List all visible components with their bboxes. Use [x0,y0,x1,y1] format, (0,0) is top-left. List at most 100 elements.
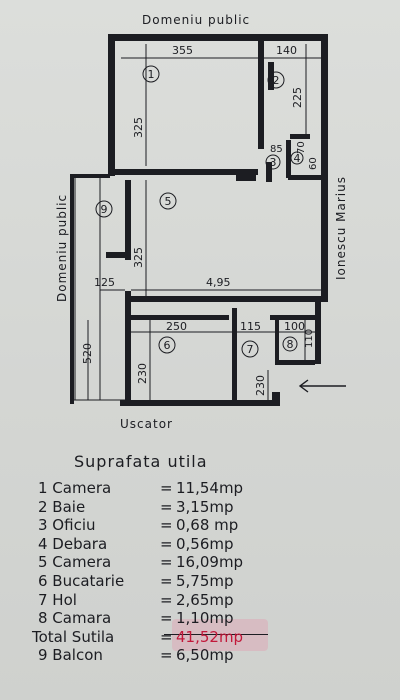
floor-plan: 1 2 3 4 5 6 7 8 9 355 140 225 325 85 70 … [55,13,348,431]
legend-row: 2 Baie=3,15mp [26,498,386,517]
room-3-number: 3 [270,156,277,169]
legend-row-name: 7 Hol [38,590,77,609]
legend-row-value: 1,10mp [176,609,234,628]
wall-bottom [120,400,280,406]
dim-250: 250 [166,320,187,333]
dim-325a: 325 [132,117,145,138]
room-2-number: 2 [273,74,280,87]
dim-85: 85 [270,144,283,155]
room-5-marker [159,192,177,210]
wall-room6-right [232,308,237,403]
room-numbers: 1 2 3 4 5 6 7 8 9 [101,68,301,356]
dim-230a: 230 [136,363,149,384]
legend-row-name: 5 Camera [38,553,112,572]
wall-right [321,34,328,302]
legend-row-eq: = [160,590,173,609]
room-7-marker [241,340,259,358]
room-6-marker [158,336,176,354]
total-underline [164,634,268,635]
dim-100: 100 [284,320,305,333]
room-7-number: 7 [247,343,254,356]
wall-room2-inner [268,62,274,90]
wall-left-room5 [125,180,131,260]
label-top-domeniu-public: Domeniu public [142,13,250,27]
wall-room8-top [270,315,315,320]
room-8-number: 8 [287,338,294,351]
legend-row: 5 Camera =16,09mp [26,553,386,572]
dim-355: 355 [172,44,193,57]
legend-row-value: 0,68 mp [176,516,239,535]
wall-segment-mid [236,174,256,181]
label-right-ionescu-marius: Ionescu Marius [334,176,348,280]
legend-row-eq: = [160,479,173,497]
wall-room1-bottom [108,169,258,175]
legend-row: 7 Hol =2,65mp [26,591,386,610]
legend-row-eq: = [160,646,173,665]
label-left-domeniu-public: Domeniu public [55,194,69,302]
legend-row-value: 2,65mp [176,590,234,609]
room-2-marker [267,71,285,89]
legend-row-value: 16,09mp [176,553,244,572]
legend-row-name: 6 Bucatarie [38,571,125,590]
legend-row-name: 4 Debara [38,534,108,553]
dim-225: 225 [291,87,304,108]
dim-520: 520 [81,343,94,364]
legend-row-eq: = [160,609,173,628]
room-1-marker [142,65,160,83]
legend-row-eq: = [160,571,173,590]
wall-room8-bottom [275,360,315,365]
legend-row-eq: = [160,516,173,535]
dim-495: 4,95 [206,276,231,289]
dim-325b: 325 [132,247,145,268]
legend-row: 6 Bucatarie=5,75mp [26,572,386,591]
legend-row: 1 Camera=11,54mp [26,479,386,498]
room-6-number: 6 [164,339,171,352]
legend-row-eq: = [160,553,173,572]
dim-230b: 230 [254,375,267,396]
wall-left-room1 [108,34,115,176]
dim-140: 140 [276,44,297,57]
room-4-number: 4 [294,152,301,165]
room-1-number: 1 [148,68,155,81]
dim-125: 125 [94,276,115,289]
legend-row: 8 Camara =1,10mp [26,609,386,628]
room-5-number: 5 [165,195,172,208]
walls [70,34,328,406]
dim-110: 110 [304,329,315,348]
thin-lines [74,44,321,401]
wall-stub [266,162,272,182]
wall-room1-room2 [258,34,264,149]
room-3-marker [265,154,281,170]
area-legend: Suprafata utila 1 Camera=11,54mp 2 Baie=… [26,452,386,665]
dim-70: 70 [296,141,307,154]
wall-room5-bottom [125,296,321,302]
legend-row-name: 8 Camara [38,609,112,628]
entrance-arrow-icon [298,379,346,393]
label-bottom-uscator: Uscator [120,417,173,431]
legend-row-name: 9 Balcon [38,646,103,665]
wall-bottom-right [272,392,280,406]
legend-row-value: 0,56mp [176,534,234,553]
wall-room4-bottom [288,175,322,180]
wall-room6-top [131,315,229,320]
legend-row: 9 Balcon =6,50mp [26,646,386,665]
legend-row-name: 3 Oficiu [38,516,96,535]
dim-60: 60 [308,157,319,170]
wall-room6-left [125,291,131,403]
wall-left-bottom [106,252,126,258]
legend-row-value: 6,50mp [176,646,234,665]
room-markers [95,65,304,358]
balcony-top [70,174,110,178]
legend-row-eq: = [160,497,173,516]
total-highlight [172,619,268,651]
balcony-left [70,174,74,404]
legend-row-name: 1 Camera [38,479,112,497]
legend-row-eq: = [160,627,173,646]
wall-room8-left [275,320,279,360]
wall-room2-bottom [290,134,310,139]
legend-row-name: 2 Baie [38,497,86,516]
wall-right-lower [315,302,321,364]
room-9-marker [95,200,113,218]
room-4-marker [290,151,304,165]
